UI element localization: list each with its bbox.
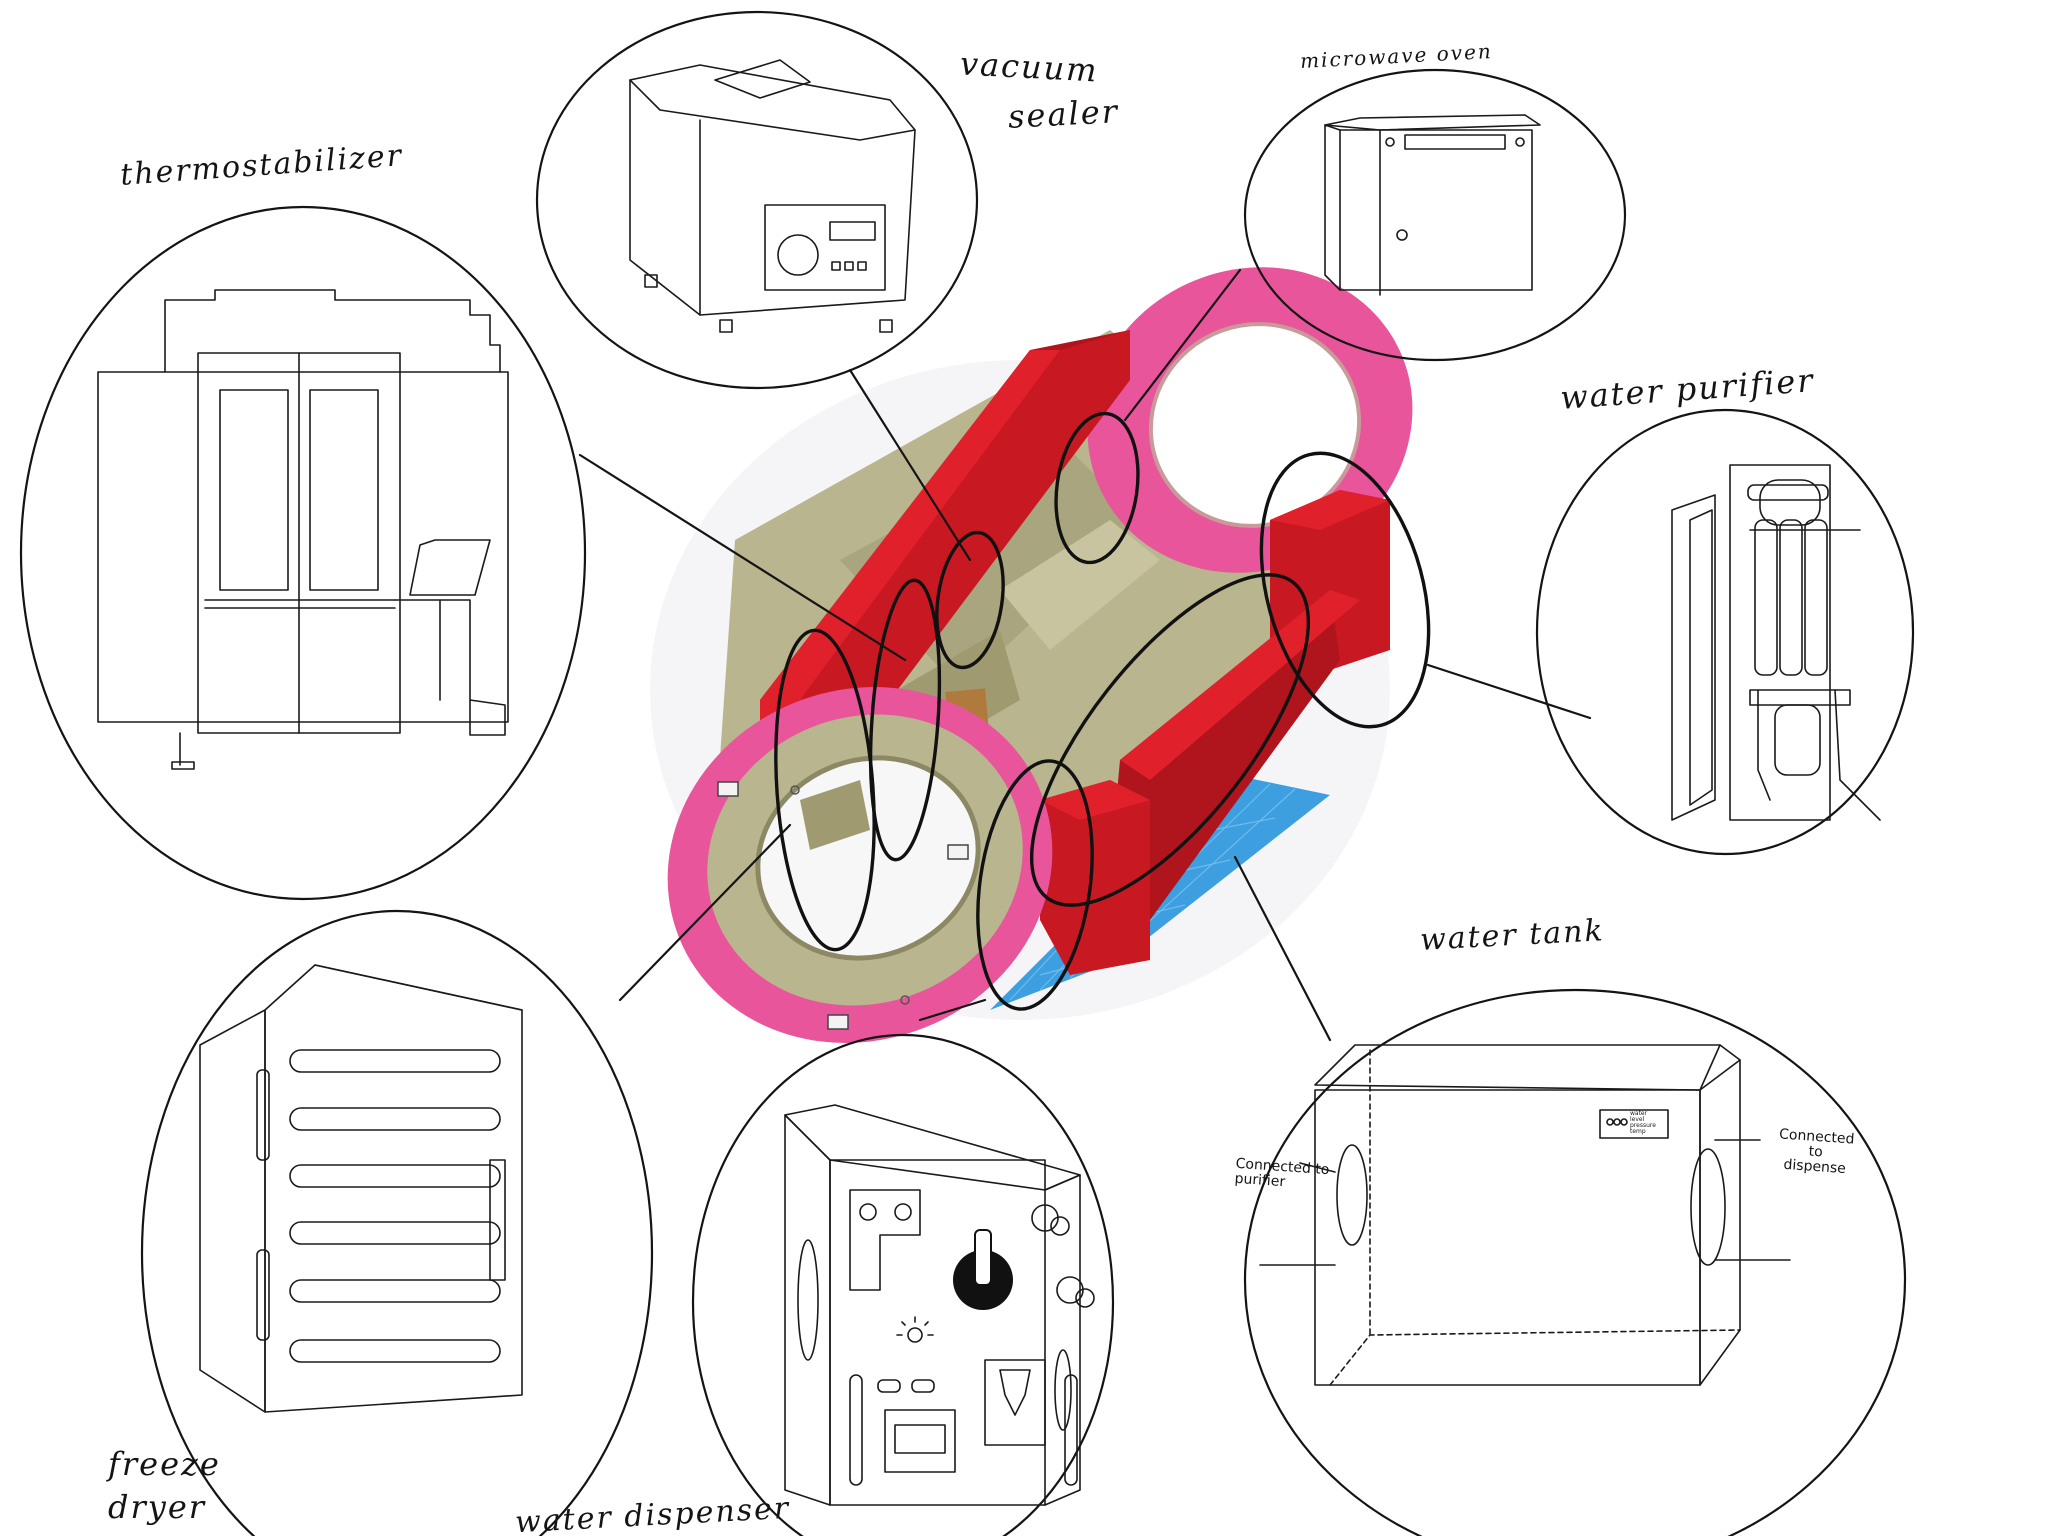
tank-gauge-text: water level pressure temp [1630, 1111, 1656, 1135]
vacuum-sealer-label-line2: sealer [1007, 92, 1120, 136]
water-tank-circle [1245, 990, 1905, 1536]
water-purifier-circle [1537, 410, 1913, 854]
freeze-dryer-circle [142, 911, 652, 1536]
freeze-dryer-label-line1: freeze [108, 1445, 221, 1483]
thermostabilizer-circle [21, 207, 585, 899]
gauge-temp: temp [1630, 1129, 1656, 1135]
freeze-dryer-label-line2: dryer [108, 1488, 206, 1526]
vacuum-sealer-label-line1: vacuum [959, 44, 1099, 89]
tank-connected-dispenser-note: Connected to dispense [1777, 1127, 1855, 1177]
vacuum-sealer-circle [537, 12, 977, 388]
water-dispenser-circle [693, 1035, 1113, 1536]
